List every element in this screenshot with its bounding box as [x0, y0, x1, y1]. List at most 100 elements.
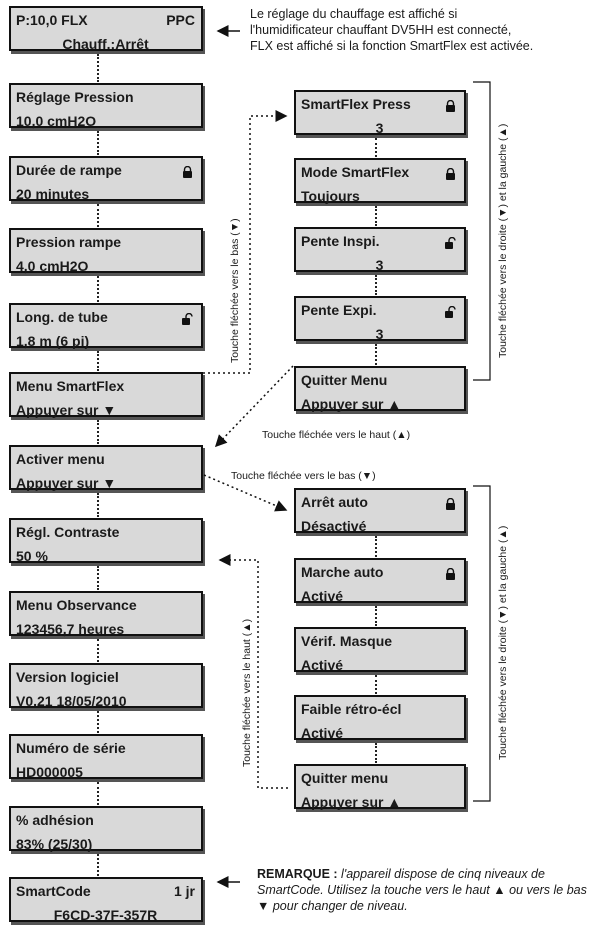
screen-line-1: Faible rétro-écl [301, 701, 402, 717]
dotted-connector [97, 566, 99, 590]
top-note: Le réglage du chauffage est affiché si l… [250, 6, 600, 54]
screen-line-1: Pente Inspi. [301, 233, 380, 249]
screen-line-1: Vérif. Masque [301, 633, 393, 649]
screen-line-1: SmartCode [16, 883, 91, 899]
screen-line-1-right: PPC [166, 12, 195, 28]
screen-line-2: 123456,7 heures [16, 621, 125, 637]
top-note-line-1: Le réglage du chauffage est affiché si [250, 7, 458, 21]
dotted-connector [97, 276, 99, 302]
up-arrow-connector-1 [214, 365, 294, 448]
dotted-connector [97, 420, 99, 444]
screen-line-2: 3 [375, 326, 384, 342]
dotted-connector [97, 711, 99, 733]
lock-open-icon [445, 304, 456, 318]
right-left-label-2: Touche fléchée vers le droite (▼) et la … [497, 525, 509, 760]
up-arrow-label-vertical: Touche fléchée vers le haut (▲) [241, 618, 253, 767]
screen-line-2: Activé [301, 588, 344, 604]
screen-line-2: 50 % [16, 548, 48, 564]
screen-line-2: HD000005 [16, 764, 83, 780]
bracket-1 [473, 81, 491, 381]
screen-line-1: Marche auto [301, 564, 384, 580]
lock-closed-icon [445, 496, 456, 510]
bracket-2 [473, 485, 491, 802]
dotted-connector [375, 536, 377, 557]
remark-text: l'appareil dispose de cinq niveaux de Sm… [257, 867, 587, 913]
right-left-label-1: Touche fléchée vers le droite (▼) et la … [497, 123, 509, 358]
dotted-connector [375, 606, 377, 626]
screen-line-1: Quitter Menu [301, 372, 388, 388]
screen-line-2: 3 [375, 120, 384, 136]
lock-closed-icon [182, 164, 193, 178]
screen-line-2: Activé [301, 725, 344, 741]
screen-line-1: Réglage Pression [16, 89, 134, 105]
dotted-connector [97, 204, 99, 227]
remark-note: REMARQUE : l'appareil dispose de cinq ni… [257, 866, 597, 914]
screen-line-2: Appuyer sur ▲ [301, 396, 402, 412]
dotted-connector [97, 639, 99, 662]
dotted-connector [375, 138, 377, 157]
screen-line-2: Chauff.:Arrêt [62, 36, 149, 52]
left-column-screen-3: Durée de rampe 20 minutes [9, 156, 203, 202]
screen-line-2: Désactivé [301, 518, 367, 534]
screen-line-2: 20 minutes [16, 186, 90, 202]
dotted-connector [375, 743, 377, 763]
screen-line-2: Appuyer sur ▼ [16, 475, 117, 491]
screen-line-1: Arrêt auto [301, 494, 368, 510]
left-column-screen-1: P:10,0 FLX PPC Chauff.:Arrêt [9, 6, 203, 52]
screen-line-1: Activer menu [16, 451, 105, 467]
screen-line-2: 3 [375, 257, 384, 273]
screen-line-1: Menu SmartFlex [16, 378, 125, 394]
screen-line-2: Activé [301, 657, 344, 673]
down-arrow-label-2: Touche fléchée vers le bas (▼) [231, 470, 376, 482]
left-column-screen-12: % adhésion 83% (25/30) [9, 806, 203, 852]
dotted-connector [97, 351, 99, 371]
screen-line-2: 10,0 cmH2O [16, 113, 97, 129]
screen-line-2: F6CD-37F-357R [53, 907, 158, 923]
screen-line-1: Mode SmartFlex [301, 164, 410, 180]
screen-line-1: Durée de rampe [16, 162, 122, 178]
screen-line-2: Toujours [301, 188, 360, 204]
down-arrow-connector-1 [203, 110, 288, 374]
lock-closed-icon [445, 566, 456, 580]
smartflex-menu-screen-3: Pente Inspi. 3 [294, 227, 466, 273]
left-column-screen-13: SmartCode 1 jr F6CD-37F-357R [9, 877, 203, 923]
screen-line-2: 1,8 m (6 pi) [16, 333, 90, 349]
screen-line-2: 4,0 cmH2O [16, 258, 89, 274]
lock-closed-icon [445, 166, 456, 180]
screen-line-2: V0.21 18/05/2010 [16, 693, 127, 709]
left-column-screen-2: Réglage Pression 10,0 cmH2O [9, 83, 203, 129]
top-note-line-3: FLX est affiché si la fonction SmartFlex… [250, 39, 534, 53]
screen-line-1: Numéro de série [16, 740, 126, 756]
screen-line-1: P:10,0 FLX [16, 12, 88, 28]
dotted-connector [375, 275, 377, 295]
dotted-connector [97, 782, 99, 805]
dotted-connector [375, 675, 377, 694]
dotted-connector [97, 54, 99, 82]
screen-line-2: Appuyer sur ▲ [301, 794, 402, 810]
up-arrow-connector-2 [218, 554, 288, 789]
left-column-screen-4: Pression rampe 4,0 cmH2O [9, 228, 203, 274]
dotted-connector [97, 854, 99, 876]
screen-line-1: Pression rampe [16, 234, 122, 250]
up-arrow-label-1: Touche fléchée vers le haut (▲) [262, 429, 411, 441]
lock-open-icon [182, 311, 193, 325]
dotted-connector [375, 206, 377, 226]
screen-line-1: Régl. Contraste [16, 524, 120, 540]
lock-open-icon [445, 235, 456, 249]
screen-line-1-right: 1 jr [173, 883, 195, 899]
down-arrow-label-vertical: Touche fléchée vers le bas (▼) [229, 218, 241, 363]
